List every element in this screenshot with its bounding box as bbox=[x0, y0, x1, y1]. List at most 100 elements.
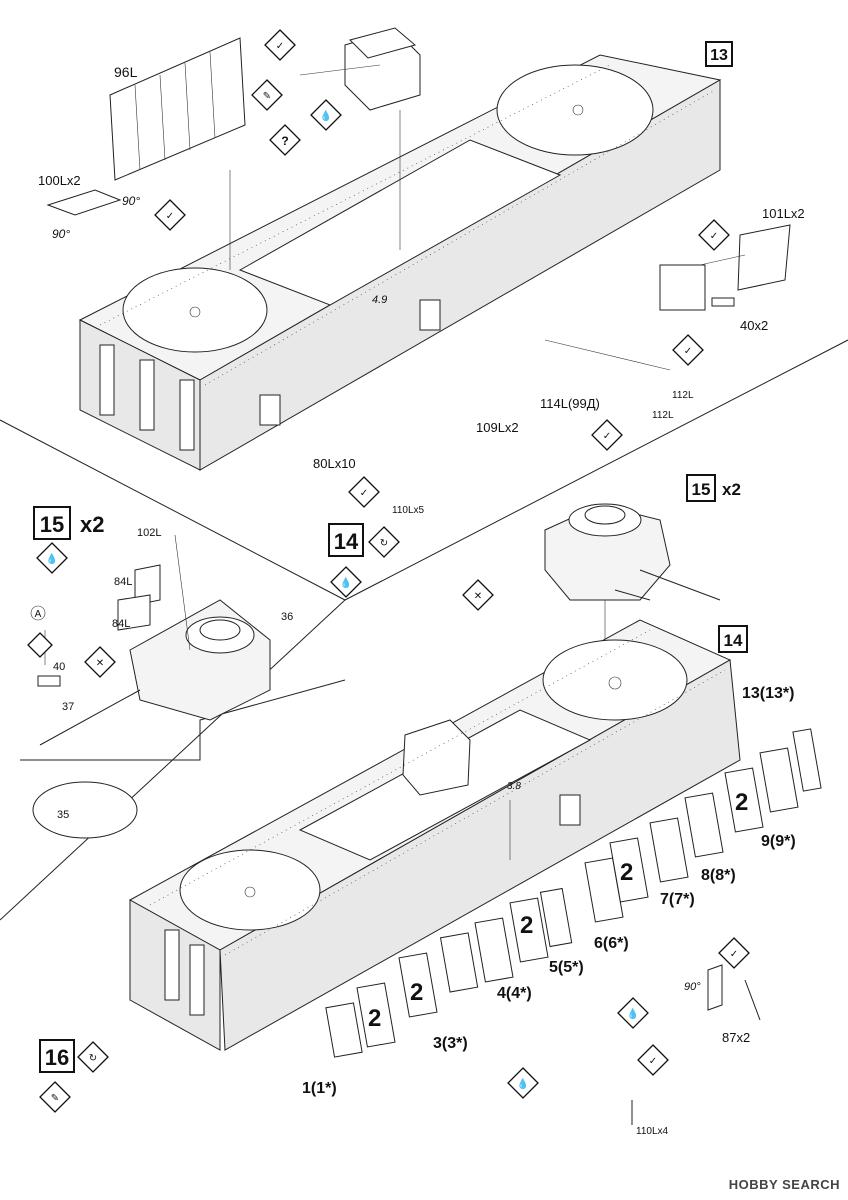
panel-label-9: 9(9*) bbox=[761, 833, 796, 850]
step-15-left-number: 15 bbox=[40, 512, 64, 537]
panel-label-5: 5(5*) bbox=[549, 959, 584, 976]
panel-label-8: 8(8*) bbox=[701, 867, 736, 884]
svg-text:?: ? bbox=[281, 134, 288, 148]
label-102l: 102L bbox=[137, 527, 161, 539]
part-101l bbox=[659, 224, 791, 311]
part-40 bbox=[711, 297, 735, 307]
no-glue-symbol-2: ✕ bbox=[462, 579, 494, 611]
panel-two-b: 2 bbox=[620, 859, 633, 886]
angle-label-b: 90° bbox=[52, 227, 70, 241]
svg-text:✕: ✕ bbox=[96, 658, 104, 669]
label-84l-a: 84L bbox=[114, 576, 132, 588]
label-84l-b: 84L bbox=[112, 618, 130, 630]
label-87x2: 87x2 bbox=[722, 1030, 750, 1045]
label-36: 36 bbox=[281, 611, 293, 623]
panel-label-13: 13(13*) bbox=[742, 685, 794, 702]
svg-text:✓: ✓ bbox=[360, 488, 368, 499]
svg-text:A: A bbox=[35, 609, 42, 620]
no-glue-symbol-1: ✕ bbox=[84, 646, 116, 678]
angle-label-a: 90° bbox=[122, 194, 140, 208]
label-40: 40 bbox=[53, 661, 65, 673]
label-114l: 114L(99Д) bbox=[540, 396, 600, 411]
panel-label-3: 3(3*) bbox=[433, 1035, 468, 1052]
step-15-right-box: 15 x2 bbox=[686, 474, 741, 502]
part-87 bbox=[707, 964, 761, 1021]
svg-text:✓: ✓ bbox=[603, 431, 611, 442]
label-4-9: 4.9 bbox=[372, 294, 387, 306]
label-80l: 80Lx10 bbox=[313, 456, 356, 471]
label-3-8: 3.8 bbox=[507, 781, 521, 792]
step-14-big-box: 14 bbox=[718, 625, 748, 653]
label-109l: 109Lx2 bbox=[476, 420, 519, 435]
label-101l: 101Lx2 bbox=[762, 206, 805, 221]
label-110lx4: 110Lx4 bbox=[636, 1126, 669, 1137]
step-14-big-number: 14 bbox=[724, 631, 743, 650]
step-15-right-number: 15 bbox=[692, 480, 711, 499]
svg-text:↻: ↻ bbox=[89, 1053, 97, 1064]
turret-left-assembly bbox=[32, 534, 271, 839]
cupola-part-lower bbox=[402, 719, 471, 796]
step-13-number: 13 bbox=[710, 47, 728, 64]
svg-text:✓: ✓ bbox=[649, 1056, 657, 1067]
fold-symbol-3: ✓ bbox=[698, 219, 730, 251]
fold-symbol-7: ✓ bbox=[718, 937, 750, 969]
step-16-number: 16 bbox=[45, 1045, 69, 1070]
svg-text:💧: 💧 bbox=[627, 1007, 639, 1020]
lower-railcar-assembly bbox=[128, 619, 741, 1051]
step-15-left-box: 15 x2 bbox=[33, 506, 104, 540]
paint-symbol-2 bbox=[27, 632, 53, 658]
label-112l-a: 112L bbox=[672, 390, 694, 401]
step-15-right-qty: x2 bbox=[722, 480, 741, 499]
svg-text:💧: 💧 bbox=[46, 552, 58, 565]
panel-label-1: 1(1*) bbox=[302, 1080, 337, 1097]
part-100l bbox=[46, 189, 122, 216]
glue-drop-symbol-2: 💧 bbox=[36, 542, 68, 574]
glue-drop-symbol-1: 💧 bbox=[310, 99, 342, 131]
fold-symbol-8: ✓ bbox=[637, 1044, 669, 1076]
label-110lx5: 110Lx5 bbox=[392, 505, 425, 516]
fold-symbol-4: ✓ bbox=[672, 334, 704, 366]
fold-symbol-1: ✓ bbox=[264, 29, 296, 61]
step-15-left-qty: x2 bbox=[80, 512, 104, 537]
angle-label-c: 90° bbox=[684, 981, 701, 993]
label-35: 35 bbox=[57, 809, 69, 821]
svg-text:✓: ✓ bbox=[730, 949, 738, 960]
step-16-box: 16 bbox=[39, 1039, 75, 1073]
question-symbol: ? bbox=[269, 124, 301, 156]
paint-symbol-3: ✎ bbox=[39, 1081, 71, 1113]
panel-two-c: 2 bbox=[520, 912, 533, 939]
side-panel-set bbox=[325, 728, 822, 1058]
step-13-box: 13 bbox=[705, 41, 733, 67]
glue-drop-symbol-4: 💧 bbox=[617, 997, 649, 1029]
label-100l: 100Lx2 bbox=[38, 173, 81, 188]
part-35-disc bbox=[32, 781, 138, 839]
svg-text:✕: ✕ bbox=[474, 591, 482, 602]
watermark: HOBBY SEARCH bbox=[728, 1177, 840, 1192]
panel-label-4: 4(4*) bbox=[497, 985, 532, 1002]
label-112l-b: 112L bbox=[652, 410, 674, 421]
svg-text:✓: ✓ bbox=[710, 231, 718, 242]
fold-symbol-6: ✓ bbox=[348, 476, 380, 508]
part-96l bbox=[109, 37, 246, 181]
label-96l: 96L bbox=[114, 64, 138, 80]
a-marker: A bbox=[30, 605, 46, 621]
turret-right-assembly bbox=[544, 503, 721, 680]
label-40x2: 40x2 bbox=[740, 318, 768, 333]
panel-two-d: 2 bbox=[410, 979, 423, 1006]
svg-text:✓: ✓ bbox=[684, 346, 692, 357]
svg-text:💧: 💧 bbox=[340, 576, 352, 589]
upper-railcar-assembly bbox=[46, 27, 791, 471]
svg-text:✓: ✓ bbox=[166, 211, 174, 222]
panel-label-7: 7(7*) bbox=[660, 891, 695, 908]
fold-symbol-2: ✓ bbox=[154, 199, 186, 231]
svg-text:↻: ↻ bbox=[380, 538, 388, 549]
panel-label-6: 6(6*) bbox=[594, 935, 629, 952]
paint-symbol-1: ✎ bbox=[251, 79, 283, 111]
svg-text:💧: 💧 bbox=[517, 1077, 529, 1090]
svg-text:✓: ✓ bbox=[276, 41, 284, 52]
glue-drop-symbol-5: 💧 bbox=[507, 1067, 539, 1099]
label-37: 37 bbox=[62, 701, 74, 713]
panel-two-a: 2 bbox=[735, 789, 748, 816]
fold-symbol-5: ✓ bbox=[591, 419, 623, 451]
svg-text:💧: 💧 bbox=[320, 109, 332, 122]
